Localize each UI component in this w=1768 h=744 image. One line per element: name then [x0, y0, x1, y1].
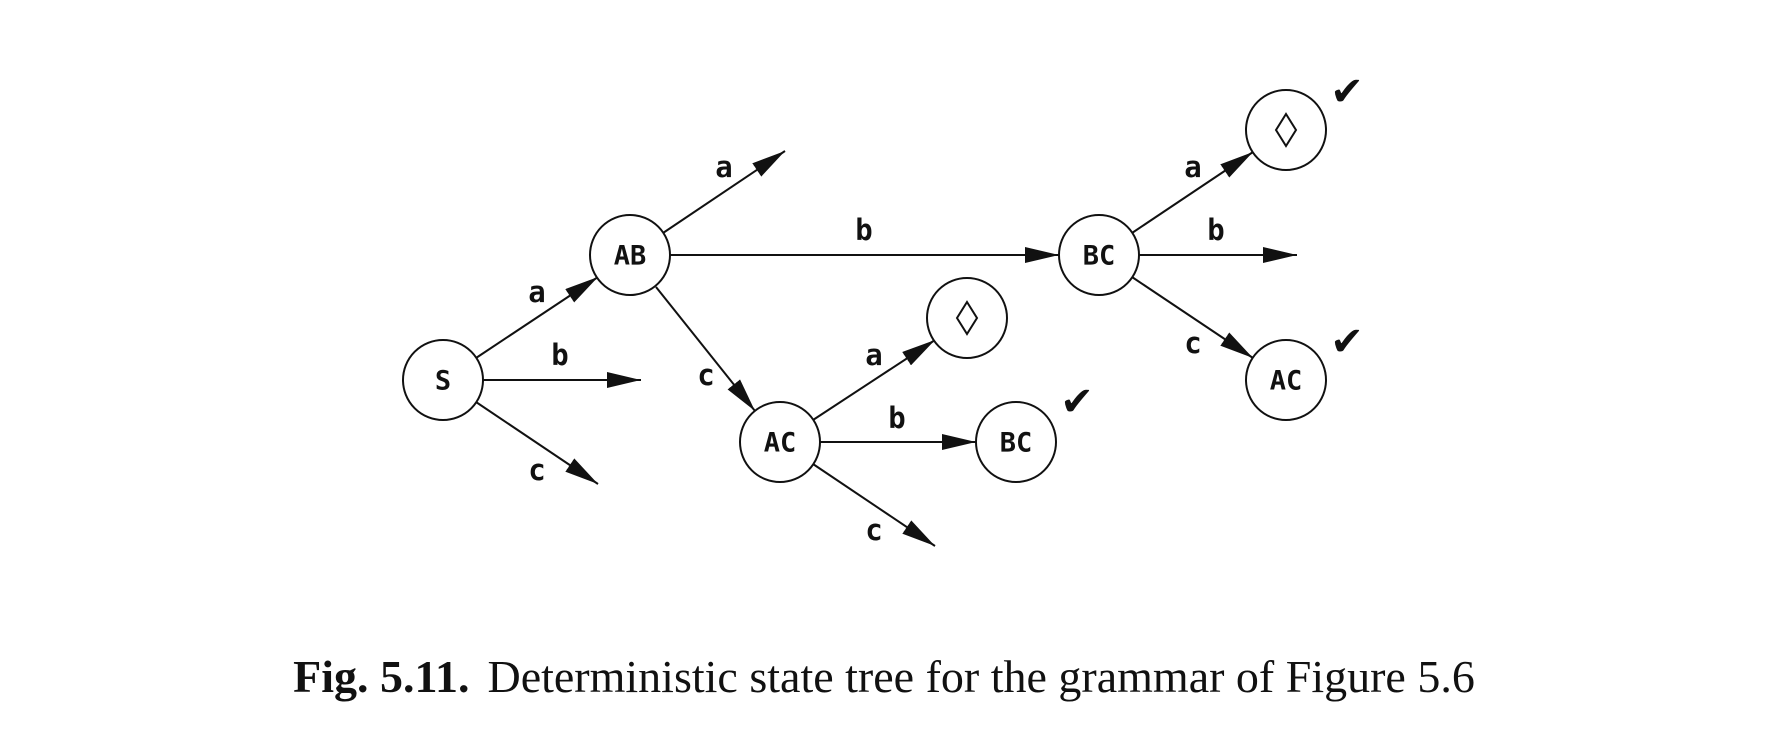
figure-caption: Fig. 5.11. Deterministic state tree for t…	[0, 650, 1768, 703]
state-circle	[402, 339, 484, 421]
state-node-d1: ◊	[926, 277, 1008, 359]
figure-number: Fig. 5.11.	[293, 651, 470, 702]
diamond-icon	[955, 300, 979, 336]
state-circle	[926, 277, 1008, 359]
edge-label: c	[528, 453, 545, 487]
edge-label: b	[1207, 213, 1224, 247]
edge-label: a	[1184, 150, 1201, 184]
edge-AC1-a-D1: a	[812, 338, 936, 421]
state-label: AC	[764, 428, 797, 459]
edge-arrow	[812, 339, 936, 421]
edge-S-c-open: c	[475, 401, 599, 487]
edge-arrow	[475, 276, 599, 359]
state-node-ab: AB	[589, 214, 671, 296]
state-node-s: S	[402, 339, 484, 421]
edge-label: b	[888, 401, 905, 435]
state-node-bc1: BC	[975, 401, 1057, 483]
state-circle	[975, 401, 1057, 483]
edge-label: a	[528, 275, 545, 309]
edge-arrow	[662, 150, 786, 234]
edge-label: a	[715, 150, 732, 184]
edge-label: b	[855, 213, 872, 247]
state-node-bc2: BC	[1058, 214, 1140, 296]
state-node-d2: ◊	[1245, 89, 1327, 171]
edge-AB-a-open: a	[662, 150, 786, 234]
checkmark-icon: ✔	[1330, 69, 1364, 115]
edge-arrow	[1131, 151, 1254, 234]
edge-BC2-b-open: b	[1139, 213, 1297, 263]
state-label: BC	[1083, 241, 1116, 272]
edge-BC2-a-D2: a	[1131, 150, 1254, 234]
edge-arrow	[1131, 276, 1254, 359]
edge-arrow	[475, 401, 599, 485]
state-label: BC	[1000, 428, 1033, 459]
edge-AB-c-AC1: c	[655, 286, 756, 412]
edge-S-b-open: b	[483, 338, 641, 388]
edge-label: c	[697, 358, 714, 392]
state-label: S	[435, 366, 451, 397]
edge-S-a-AB: a	[475, 275, 599, 359]
state-circle	[739, 401, 821, 483]
state-circle	[1058, 214, 1140, 296]
state-node-ac2: AC	[1245, 339, 1327, 421]
diamond-icon	[1274, 112, 1298, 148]
edge-arrow	[812, 463, 936, 547]
edge-label: b	[551, 338, 568, 372]
checkmark-icon: ✔	[1330, 319, 1364, 365]
state-node-ac1: AC	[739, 401, 821, 483]
state-circle	[589, 214, 671, 296]
state-label: AB	[614, 241, 647, 272]
state-label: AC	[1270, 366, 1303, 397]
checkmark-icon: ✔	[1060, 379, 1094, 425]
edge-AC1-b-BC1: b	[820, 401, 976, 450]
edge-arrow	[655, 286, 756, 412]
figure-caption-text: Deterministic state tree for the grammar…	[487, 651, 1475, 702]
edge-label: c	[1184, 326, 1201, 360]
state-circle	[1245, 89, 1327, 171]
state-circle	[1245, 339, 1327, 421]
edge-label: c	[865, 513, 882, 547]
edge-AC1-c-open: c	[812, 463, 936, 547]
edge-AB-b-BC2: b	[670, 213, 1059, 263]
edge-label: a	[865, 338, 882, 372]
edge-BC2-c-AC2: c	[1131, 276, 1254, 360]
